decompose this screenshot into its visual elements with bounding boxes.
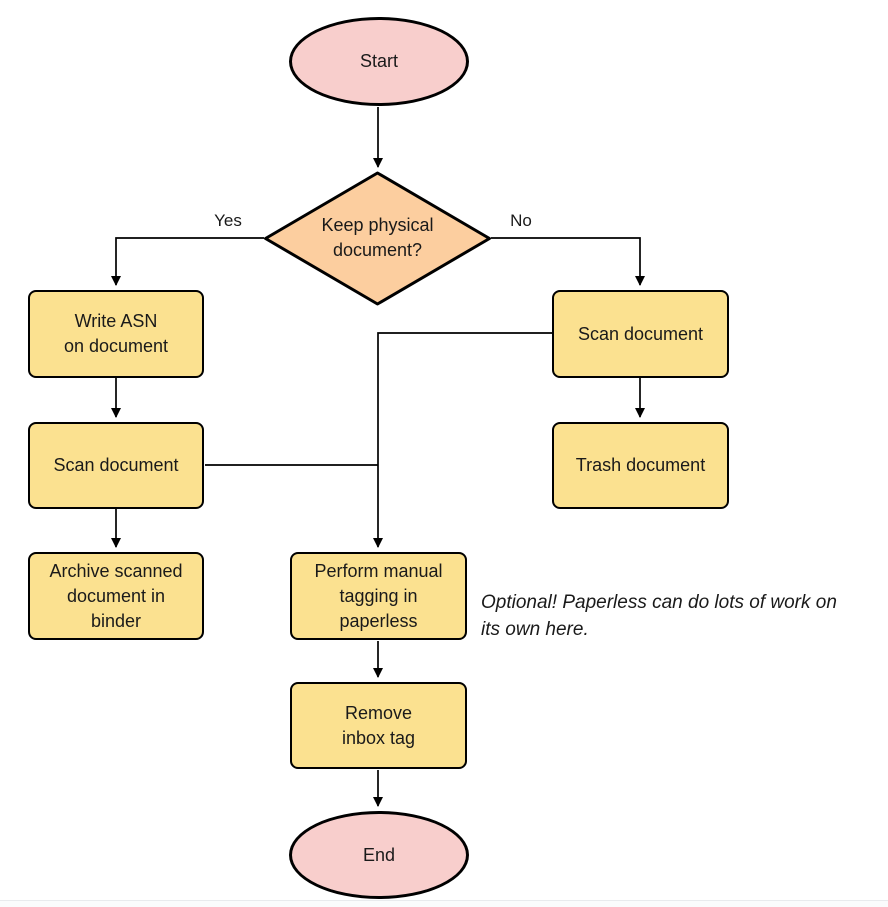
- edge-label-yes: Yes: [214, 211, 242, 230]
- decision-shape: [264, 171, 491, 306]
- node-end: End: [289, 811, 469, 899]
- node-label: Archive scanned document in binder: [49, 560, 183, 631]
- node-label: Keep physical document?: [321, 215, 434, 260]
- node-label: End: [362, 844, 396, 865]
- edge-decision-yes-to-write-asn: [111, 237, 264, 286]
- node-label: Scan document: [53, 455, 179, 475]
- edge-decision-no-to-scan-right: [491, 237, 645, 286]
- node-remove-inbox-tag: Remove inbox tag: [290, 682, 467, 769]
- node-decision: Keep physical document?: [285, 198, 470, 278]
- node-label: Trash document: [575, 455, 706, 475]
- node-label: Start: [359, 51, 398, 71]
- node-manual-tagging: Perform manual tagging in paperless: [290, 552, 467, 640]
- node-scan-document-right: Scan document: [552, 290, 729, 378]
- node-label: Remove inbox tag: [341, 702, 416, 748]
- node-scan-document-left: Scan document: [28, 422, 204, 509]
- node-start: Start: [289, 17, 469, 106]
- node-write-asn: Write ASN on document: [28, 290, 204, 378]
- node-trash-document: Trash document: [552, 422, 729, 509]
- edge-scan-right-to-tagging: [373, 332, 552, 548]
- edge-label-no: No: [510, 211, 532, 230]
- page-bottom-edge: [0, 900, 888, 907]
- node-label: Perform manual tagging in paperless: [314, 560, 443, 631]
- node-archive-document: Archive scanned document in binder: [28, 552, 204, 640]
- node-label: Write ASN on document: [63, 311, 169, 356]
- annotation-optional-note: Optional! Paperless can do lots of work …: [481, 592, 837, 640]
- node-label: Scan document: [577, 323, 704, 344]
